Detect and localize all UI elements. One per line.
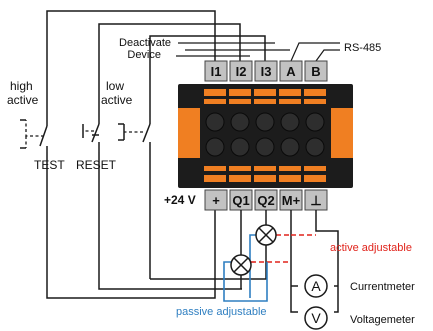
svg-text:I2: I2 bbox=[236, 64, 247, 79]
svg-text:I1: I1 bbox=[211, 64, 222, 79]
lamp-q1-icon bbox=[230, 254, 252, 276]
terminal-plus: + bbox=[204, 189, 228, 211]
ammeter-icon: A bbox=[304, 274, 328, 298]
passive-adjustable-line-q1 bbox=[223, 261, 268, 302]
low-active-switch bbox=[118, 117, 151, 152]
svg-text:Q2: Q2 bbox=[257, 193, 274, 208]
voltagemeter-label: Voltagemeter bbox=[350, 314, 415, 326]
passive-adjustable-label: passive adjustable bbox=[176, 306, 267, 318]
test-label: TEST bbox=[34, 158, 65, 172]
deactivate-label-line2: Device bbox=[127, 49, 161, 61]
high-active-label-line1: high bbox=[10, 79, 33, 93]
terminal-block bbox=[178, 84, 353, 188]
terminal-i1: I1 bbox=[204, 60, 228, 82]
active-adjustable-label: active adjustable bbox=[330, 242, 412, 254]
passive-adjustable-line-q2 bbox=[249, 234, 256, 298]
svg-text:I3: I3 bbox=[261, 64, 272, 79]
svg-text:A: A bbox=[311, 278, 321, 294]
rs485-lines bbox=[290, 42, 340, 62]
top-terminal-strip: I1 I2 I3 A B bbox=[204, 60, 328, 82]
terminal-i3: I3 bbox=[254, 60, 278, 82]
high-active-label-line2: active bbox=[7, 93, 39, 107]
svg-text:M+: M+ bbox=[282, 193, 301, 208]
reset-switch bbox=[82, 117, 100, 152]
low-active-label-line1: low bbox=[106, 79, 124, 93]
currentmeter-label: Currentmeter bbox=[350, 281, 415, 293]
bottom-terminal-strip: + Q1 Q2 M+ ⊥ bbox=[204, 189, 328, 211]
svg-text:+: + bbox=[212, 193, 220, 208]
svg-text:A: A bbox=[286, 64, 296, 79]
return-wiring bbox=[46, 152, 242, 299]
voltmeter-icon: V bbox=[304, 306, 328, 330]
supply-24v-label: +24 V bbox=[164, 193, 196, 207]
output-wiring bbox=[150, 210, 339, 313]
terminal-b: B bbox=[304, 60, 328, 82]
reset-label: RESET bbox=[76, 158, 117, 172]
terminal-i2: I2 bbox=[229, 60, 253, 82]
rs485-label: RS-485 bbox=[344, 42, 381, 54]
svg-text:B: B bbox=[311, 64, 320, 79]
terminal-q2: Q2 bbox=[254, 189, 278, 211]
terminal-ground: ⊥ bbox=[304, 189, 328, 211]
deactivate-device-lines bbox=[176, 42, 290, 57]
svg-text:Q1: Q1 bbox=[232, 193, 249, 208]
lamp-q2-icon bbox=[255, 224, 277, 246]
svg-text:⊥: ⊥ bbox=[310, 193, 321, 208]
deactivate-label-line1: Deactivate bbox=[119, 37, 171, 49]
terminal-m-plus: M+ bbox=[279, 189, 303, 211]
terminal-a: A bbox=[279, 60, 303, 82]
low-active-label-line2: active bbox=[101, 93, 133, 107]
svg-text:V: V bbox=[311, 310, 321, 326]
terminal-q1: Q1 bbox=[229, 189, 253, 211]
test-switch bbox=[20, 119, 48, 152]
